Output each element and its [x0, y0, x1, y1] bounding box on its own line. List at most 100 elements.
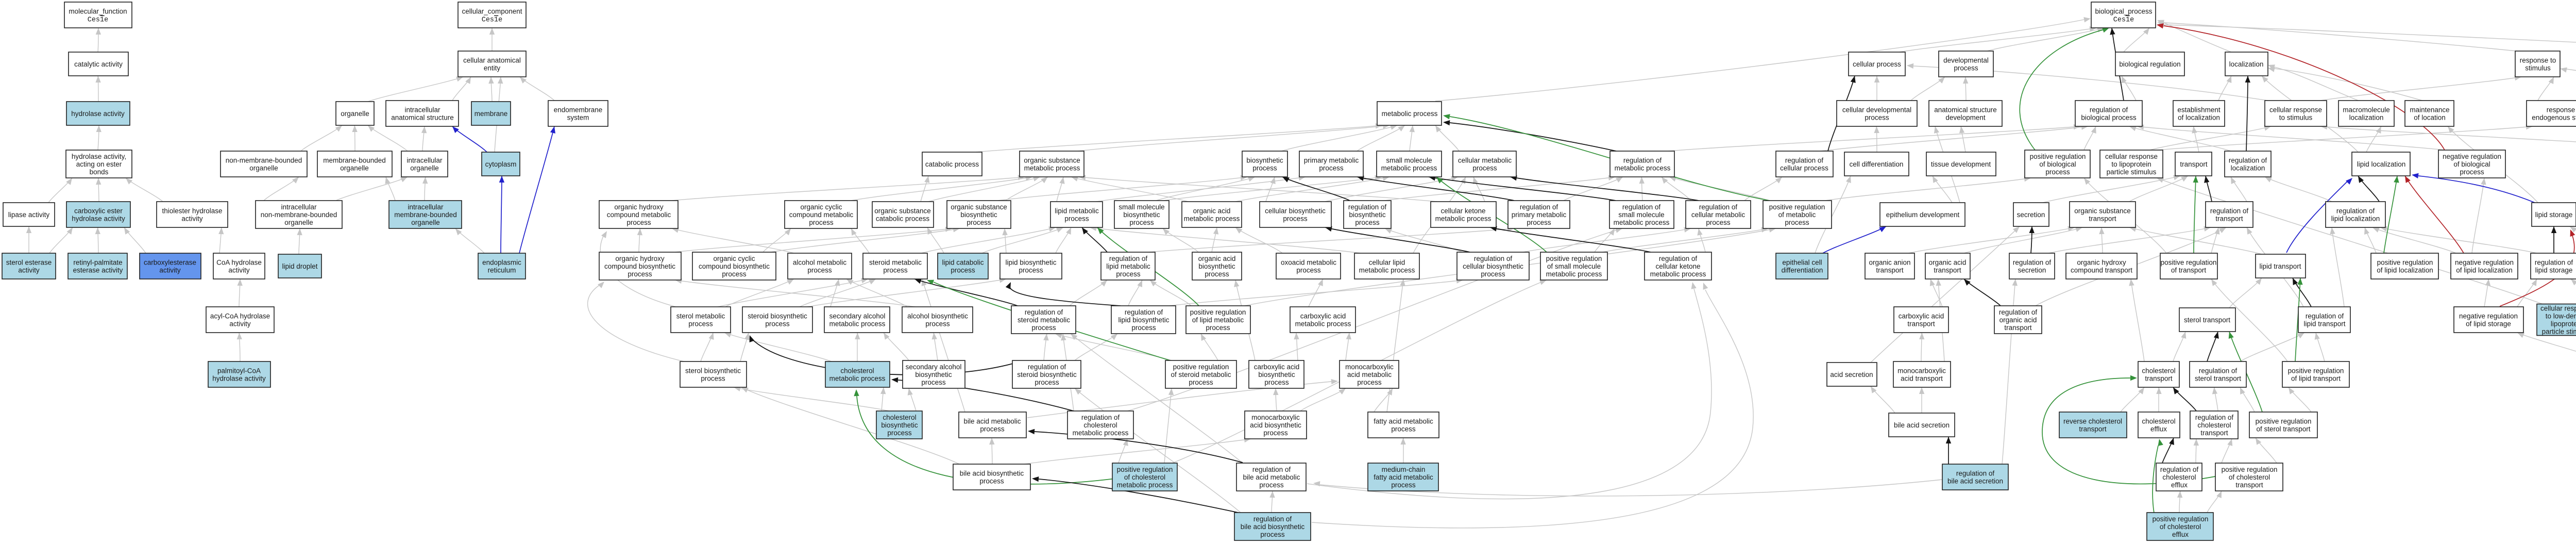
svg-text:bile acid metabolic: bile acid metabolic	[1243, 473, 1300, 481]
svg-text:monocarboxylic: monocarboxylic	[1251, 414, 1300, 421]
svg-text:biosynthetic: biosynthetic	[960, 211, 997, 219]
svg-text:process: process	[2045, 168, 2070, 176]
svg-text:steroid metabolic: steroid metabolic	[869, 259, 922, 267]
svg-text:alcohol biosynthetic: alcohol biosynthetic	[907, 312, 968, 320]
svg-text:steroid biosynthetic: steroid biosynthetic	[1017, 371, 1077, 379]
svg-text:process: process	[1954, 64, 1978, 72]
svg-text:cellular biosynthetic: cellular biosynthetic	[1463, 262, 1523, 270]
svg-text:regulation of: regulation of	[1252, 466, 1291, 473]
svg-text:regulation of: regulation of	[2195, 414, 2234, 421]
svg-text:metabolic process: metabolic process	[1435, 215, 1492, 223]
svg-text:process: process	[1031, 324, 1056, 332]
svg-text:small molecule: small molecule	[1386, 157, 1432, 164]
svg-text:primary metabolic: primary metabolic	[1304, 157, 1359, 164]
svg-text:process: process	[951, 267, 975, 274]
svg-text:process: process	[1206, 324, 1230, 332]
svg-text:process: process	[1064, 215, 1089, 223]
svg-text:to low-density: to low-density	[2546, 312, 2576, 320]
svg-text:process: process	[1865, 114, 1889, 122]
svg-text:maintenance: maintenance	[2410, 106, 2449, 114]
svg-text:process: process	[1131, 324, 1156, 332]
svg-text:process: process	[1283, 215, 1308, 223]
svg-text:anatomical structure: anatomical structure	[1934, 106, 1997, 114]
svg-text:cholesterol: cholesterol	[1083, 421, 1117, 429]
svg-text:organic substance: organic substance	[951, 203, 1007, 211]
svg-text:carboxylic ester: carboxylic ester	[74, 207, 123, 215]
svg-text:palmitoyl-CoA: palmitoyl-CoA	[217, 367, 261, 375]
svg-text:bile acid biosynthetic: bile acid biosynthetic	[1241, 523, 1305, 531]
svg-text:organic cyclic: organic cyclic	[713, 255, 755, 262]
svg-text:localization: localization	[2229, 60, 2264, 68]
svg-text:acyl-CoA hydrolase: acyl-CoA hydrolase	[210, 312, 270, 320]
svg-text:endoplasmic: endoplasmic	[482, 259, 521, 267]
svg-text:cellular process: cellular process	[1780, 164, 1828, 172]
svg-text:secretion: secretion	[2017, 211, 2045, 219]
svg-text:sterol transport: sterol transport	[2195, 375, 2241, 383]
svg-text:Ces1e: Ces1e	[482, 17, 503, 24]
svg-text:cell differentiation: cell differentiation	[1850, 160, 1904, 168]
svg-text:regulation of: regulation of	[1659, 255, 1698, 262]
svg-text:retinyl-palmitate: retinyl-palmitate	[73, 259, 122, 267]
svg-text:transport: transport	[2235, 481, 2263, 489]
svg-text:reverse cholesterol: reverse cholesterol	[2063, 418, 2122, 425]
svg-text:transport: transport	[2200, 429, 2228, 437]
svg-text:acid transport: acid transport	[1901, 375, 1943, 383]
svg-text:process: process	[1252, 164, 1277, 172]
svg-text:lipid storage: lipid storage	[2535, 267, 2573, 274]
svg-text:cholesterol: cholesterol	[883, 414, 916, 421]
svg-text:metabolic process: metabolic process	[1614, 219, 1670, 226]
svg-text:process: process	[1019, 267, 1043, 274]
svg-text:process: process	[1355, 219, 1380, 226]
svg-text:process: process	[967, 219, 991, 226]
svg-text:bile acid secretion: bile acid secretion	[1894, 421, 1950, 429]
svg-text:monocarboxylic: monocarboxylic	[1345, 363, 1394, 371]
svg-text:of location: of location	[2414, 114, 2446, 122]
svg-text:organic acid: organic acid	[1929, 259, 1967, 267]
svg-text:membrane: membrane	[474, 110, 508, 118]
svg-text:cytoplasm: cytoplasm	[485, 160, 517, 168]
svg-text:biosynthetic: biosynthetic	[1258, 371, 1295, 379]
svg-text:monocarboxylic: monocarboxylic	[1897, 367, 1946, 375]
svg-text:cellular ketone: cellular ketone	[1655, 262, 1700, 270]
svg-text:biosynthetic: biosynthetic	[1123, 211, 1160, 219]
svg-text:hydrolase activity: hydrolase activity	[212, 375, 266, 383]
svg-text:positive regulation: positive regulation	[2288, 367, 2344, 375]
svg-text:system: system	[567, 114, 589, 122]
svg-text:cellular biosynthetic: cellular biosynthetic	[1265, 207, 1326, 215]
svg-text:positive regulation: positive regulation	[1190, 308, 1246, 316]
svg-text:hydrolase activity,: hydrolase activity,	[72, 153, 126, 160]
svg-text:cellular response: cellular response	[2105, 153, 2158, 160]
svg-text:organic hydroxy: organic hydroxy	[615, 255, 665, 262]
svg-text:process: process	[1035, 379, 1059, 386]
svg-text:of lipid localization: of lipid localization	[2456, 267, 2513, 274]
svg-text:intracellular: intracellular	[281, 203, 317, 211]
svg-text:process: process	[925, 320, 950, 328]
svg-text:lipid droplet: lipid droplet	[282, 262, 317, 270]
svg-text:process: process	[1785, 219, 1809, 226]
svg-text:organelle: organelle	[249, 164, 278, 172]
svg-text:cellular response: cellular response	[2269, 106, 2322, 114]
svg-text:to stimulus: to stimulus	[2279, 114, 2313, 122]
svg-text:biological process: biological process	[2081, 114, 2137, 122]
svg-text:regulation of: regulation of	[1699, 203, 1738, 211]
svg-text:transport: transport	[2215, 215, 2243, 223]
svg-text:transport: transport	[2180, 160, 2208, 168]
svg-text:organelle: organelle	[341, 110, 369, 118]
svg-text:localization: localization	[2349, 114, 2384, 122]
svg-text:positive regulation: positive regulation	[1173, 363, 1229, 371]
svg-text:response to: response to	[2520, 57, 2556, 64]
svg-text:compound transport: compound transport	[2071, 267, 2132, 274]
svg-text:lipid metabolic: lipid metabolic	[1055, 207, 1099, 215]
svg-text:regulation of: regulation of	[1081, 414, 1120, 421]
svg-text:sterol biosynthetic: sterol biosynthetic	[685, 367, 741, 375]
svg-text:process: process	[1472, 164, 1497, 172]
svg-text:regulation of: regulation of	[2090, 106, 2128, 114]
svg-text:bile acid secretion: bile acid secretion	[1947, 478, 2003, 485]
svg-text:cellular process: cellular process	[1853, 60, 1901, 68]
svg-text:medium-chain: medium-chain	[1382, 466, 1426, 473]
svg-text:tissue development: tissue development	[1931, 160, 1991, 168]
svg-text:localization: localization	[2231, 164, 2265, 172]
svg-text:transport: transport	[2004, 324, 2032, 332]
svg-text:acid secretion: acid secretion	[1830, 371, 1873, 379]
svg-text:process: process	[1706, 219, 1731, 226]
